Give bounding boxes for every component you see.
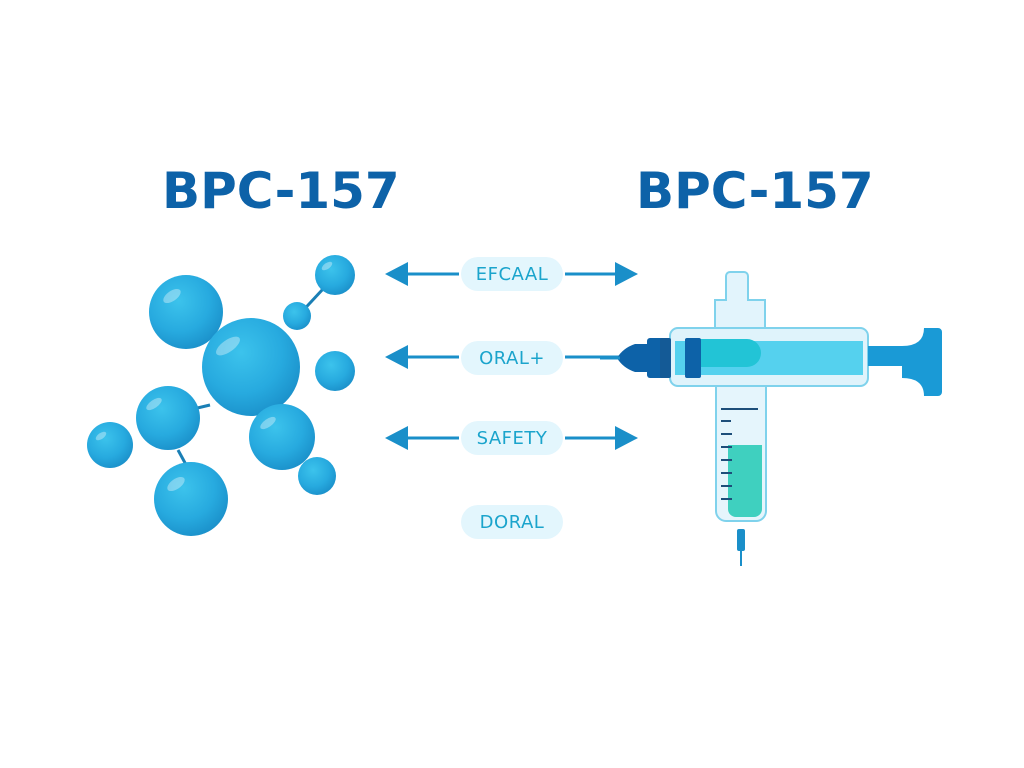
title-right: BPC-157 bbox=[636, 162, 874, 220]
title-left: BPC-157 bbox=[162, 162, 400, 220]
label-pill-efcaal: EFCAAL bbox=[461, 257, 563, 291]
molecule-icon bbox=[87, 255, 355, 536]
label-pill-doral: DORAL bbox=[461, 505, 563, 539]
syringe-icon bbox=[600, 271, 942, 566]
arrow-row-3 bbox=[385, 426, 638, 450]
arrow-row-1 bbox=[385, 262, 638, 286]
label-pill-safety: SAFETY bbox=[461, 421, 563, 455]
label-pill-oral-plus: ORAL+ bbox=[461, 341, 563, 375]
